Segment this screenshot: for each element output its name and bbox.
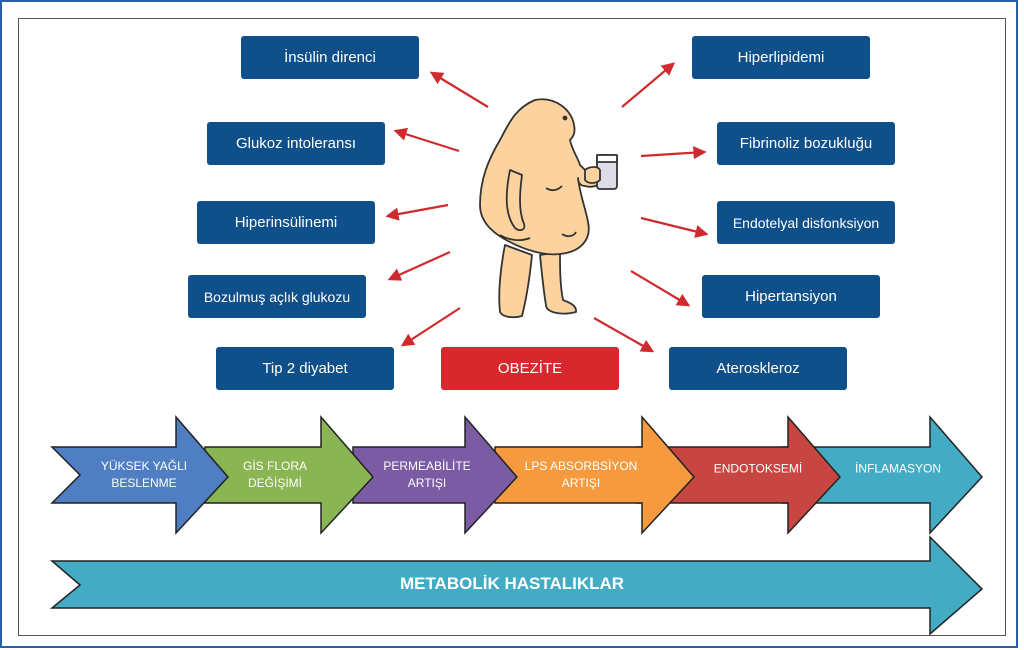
pathway-label-5: ENDOTOKSEMİ: [713, 461, 803, 476]
effect-endothelial-dysfunction: Endotelyal disfonksiyon: [717, 201, 895, 244]
metabolic-diseases-arrow: [49, 535, 984, 636]
metabolic-diseases-label: METABOLİK HASTALIKLAR: [399, 574, 625, 593]
obesity-center-box: OBEZİTE: [441, 347, 619, 390]
effect-type2-diabetes: Tip 2 diyabet: [216, 347, 394, 390]
pathway-arrow-1: [50, 414, 230, 535]
arrow-to-type2-diabetes: [400, 307, 461, 347]
effect-hyperinsulinemia: Hiperinsülinemi: [197, 201, 375, 244]
effect-insulin-resistance: İnsülin direnci: [241, 36, 419, 79]
arrow-to-insulin-resistance: [429, 71, 489, 108]
effect-fibrinolysis-disorder: Fibrinoliz bozukluğu: [717, 122, 895, 165]
inner-frame: [18, 18, 1006, 636]
effect-atherosclerosis: Ateroskleroz: [669, 347, 847, 390]
arrow-to-atherosclerosis: [593, 317, 655, 353]
effect-impaired-fasting-glucose: Bozulmuş açlık glukozu: [188, 275, 366, 318]
arrow-to-impaired-fasting-glucose: [387, 250, 451, 281]
arrow-to-fibrinolysis-disorder: [640, 146, 707, 160]
arrow-to-hyperlipidemia: [621, 62, 676, 108]
obese-person-illustration: [479, 98, 618, 319]
effect-hyperlipidemia: Hiperlipidemi: [692, 36, 870, 79]
pathway-label-6: İNFLAMASYON: [854, 461, 942, 476]
pathway-arrow-2: [204, 414, 375, 535]
pathway-arrow-4: [494, 414, 696, 535]
arrow-to-hypertension: [630, 270, 691, 307]
arrow-to-hyperinsulinemia: [385, 203, 449, 221]
effect-hypertension: Hipertansiyon: [702, 275, 880, 318]
arrow-to-glucose-intolerance: [393, 127, 460, 153]
pathway-arrow-3: [352, 414, 519, 535]
arrow-to-endothelial-dysfunction: [640, 216, 709, 238]
effect-glucose-intolerance: Glukoz intoleransı: [207, 122, 385, 165]
